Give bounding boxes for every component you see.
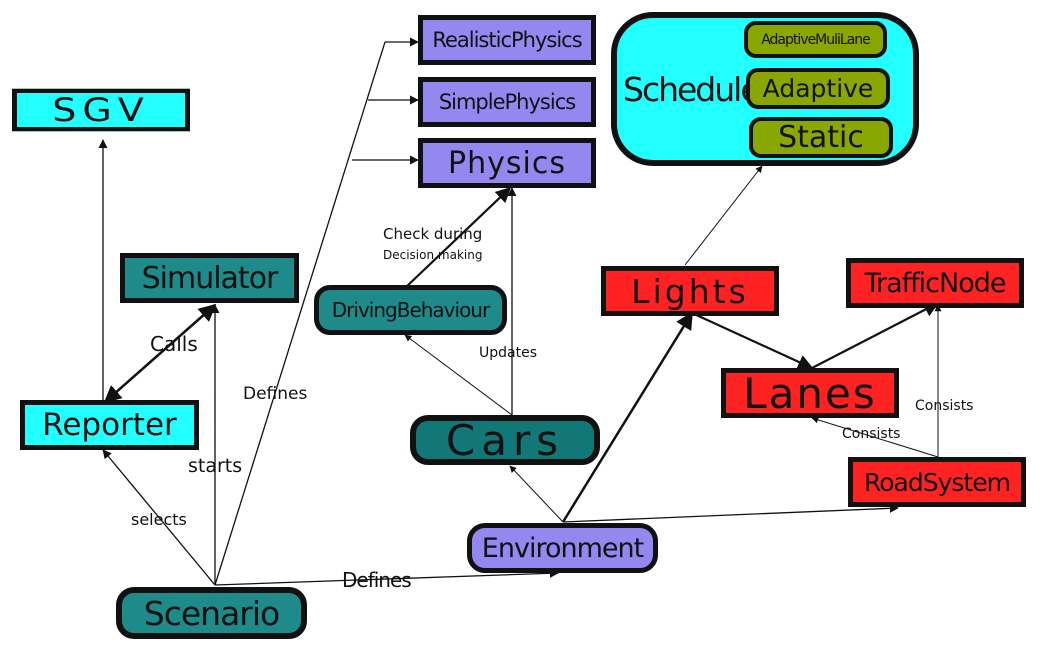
- node-simple-physics[interactable]: SimplePhysics: [418, 77, 596, 127]
- edge-cars-drivingbehaviour: [404, 334, 513, 416]
- edge-lights-scheduler: [684, 165, 763, 266]
- edge-label-calls: Calls: [150, 332, 198, 356]
- edge-scenario-reporter: [102, 449, 216, 586]
- edge-scenario-environment: [214, 568, 559, 586]
- node-lights[interactable]: Lights: [601, 266, 779, 316]
- edge-label-starts: starts: [188, 455, 243, 477]
- edge-label-selects: selects: [131, 510, 187, 529]
- edge-label-decision-making: Decision making: [383, 248, 483, 262]
- edge-label-updates: Updates: [479, 345, 537, 361]
- edge-roadsystem-lanes: [811, 416, 939, 458]
- node-traffic-node[interactable]: TrafficNode: [846, 258, 1024, 308]
- node-adaptive-multilane[interactable]: AdaptiveMuliLane: [744, 21, 887, 58]
- node-cars[interactable]: Cars: [410, 415, 600, 465]
- edge-lanes-trafficnode: [811, 302, 940, 369]
- edge-drivingbehaviour-physics: [404, 186, 512, 289]
- node-driving-behaviour[interactable]: DrivingBehaviour: [314, 285, 507, 335]
- node-physics[interactable]: Physics: [418, 138, 596, 188]
- node-sgv[interactable]: SGV: [12, 88, 190, 132]
- edge-label-consists-trafficnode: Consists: [915, 398, 974, 414]
- edge-environment-cars: [509, 465, 564, 523]
- edge-environment-lights: [561, 311, 694, 523]
- edge-environment-roadsystem: [562, 503, 899, 523]
- node-adaptive[interactable]: Adaptive: [746, 68, 890, 109]
- edge-reporter-simulator: [103, 303, 217, 404]
- node-simulator[interactable]: Simulator: [120, 253, 299, 303]
- node-lanes[interactable]: Lanes: [721, 368, 899, 418]
- edge-scenario-physics-trunk: [214, 41, 386, 586]
- node-reporter[interactable]: Reporter: [20, 400, 199, 450]
- edge-lights-lanes: [691, 312, 814, 370]
- edge-label-check-during: Check during: [383, 225, 483, 243]
- node-scenario[interactable]: Scenario: [116, 587, 307, 639]
- edge-label-defines-physics: Defines: [243, 384, 308, 404]
- edge-label-consists-lanes: Consists: [842, 426, 901, 442]
- node-road-system[interactable]: RoadSystem: [848, 457, 1026, 507]
- node-environment[interactable]: Environment: [467, 523, 658, 573]
- edge-label-defines-environment: Defines: [342, 568, 412, 592]
- node-static[interactable]: Static: [749, 117, 893, 158]
- node-realistic-physics[interactable]: RealisticPhysics: [418, 15, 596, 65]
